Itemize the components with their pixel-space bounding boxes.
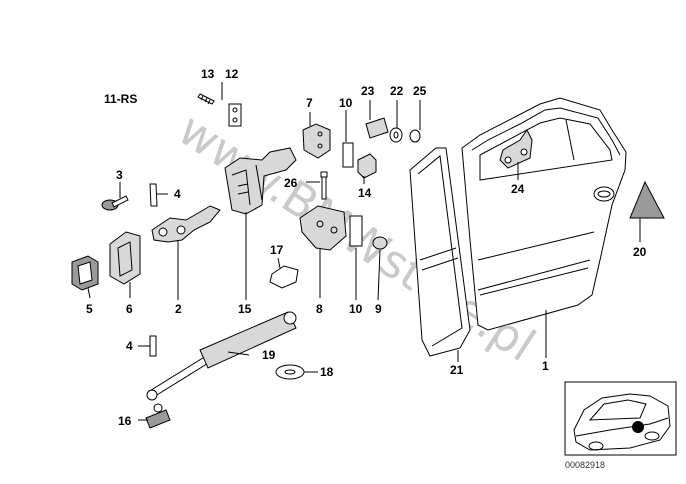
washer-22	[389, 127, 403, 143]
clip-17	[269, 265, 299, 289]
door-check-15	[224, 147, 297, 215]
bolt-3	[101, 195, 129, 211]
group-label: 11-RS	[104, 92, 137, 106]
callout-26: 26	[284, 176, 298, 190]
holder-5	[71, 255, 99, 291]
callout-10-upper: 10	[339, 96, 353, 110]
callout-21: 21	[450, 363, 464, 377]
door-pillar-cover	[409, 147, 471, 357]
plate-10-lower	[349, 215, 363, 247]
door-shell	[461, 97, 627, 331]
pin-4-lower	[149, 335, 157, 357]
plate-10-upper	[342, 142, 354, 168]
hinge-2	[151, 205, 221, 243]
callout-25: 25	[413, 84, 427, 98]
washer-25	[409, 129, 421, 143]
callout-22: 22	[390, 84, 404, 98]
image-code: 00082918	[565, 460, 605, 470]
callout-8: 8	[316, 302, 323, 316]
car-location-inset	[564, 381, 677, 456]
pin-13	[197, 93, 215, 105]
callout-15: 15	[238, 302, 252, 316]
callout-20: 20	[633, 245, 647, 259]
bracket-8	[299, 205, 347, 251]
callout-10-lower: 10	[349, 302, 363, 316]
hinge-7	[302, 123, 331, 159]
callout-17: 17	[270, 243, 284, 257]
callout-3: 3	[116, 168, 123, 182]
callout-23: 23	[361, 84, 375, 98]
pin-4-upper	[149, 183, 158, 207]
callout-5: 5	[86, 302, 93, 316]
callout-18: 18	[320, 365, 334, 379]
callout-16: 16	[118, 414, 132, 428]
gas-strut-19	[146, 311, 297, 401]
callout-7: 7	[306, 96, 313, 110]
callout-2: 2	[175, 302, 182, 316]
callout-4-lower: 4	[126, 339, 133, 353]
bolt-26	[320, 171, 328, 200]
callout-1: 1	[542, 359, 549, 373]
bracket-16	[145, 403, 171, 429]
callout-14: 14	[358, 186, 372, 200]
callout-9: 9	[375, 302, 382, 316]
bracket-6	[109, 231, 141, 285]
bushing-14	[357, 153, 377, 179]
door-hinge-plate	[499, 129, 533, 169]
bolt-23	[365, 117, 389, 139]
washer-9	[372, 236, 388, 250]
leader-lines	[87, 82, 641, 421]
callout-13: 13	[201, 67, 215, 81]
callout-19: 19	[262, 348, 276, 362]
triangle-trim	[629, 180, 665, 219]
callout-24: 24	[511, 182, 525, 196]
callout-4-upper: 4	[174, 187, 181, 201]
callout-12: 12	[225, 67, 239, 81]
callout-6: 6	[126, 302, 133, 316]
washer-18	[275, 364, 305, 380]
plate-12	[228, 103, 242, 127]
